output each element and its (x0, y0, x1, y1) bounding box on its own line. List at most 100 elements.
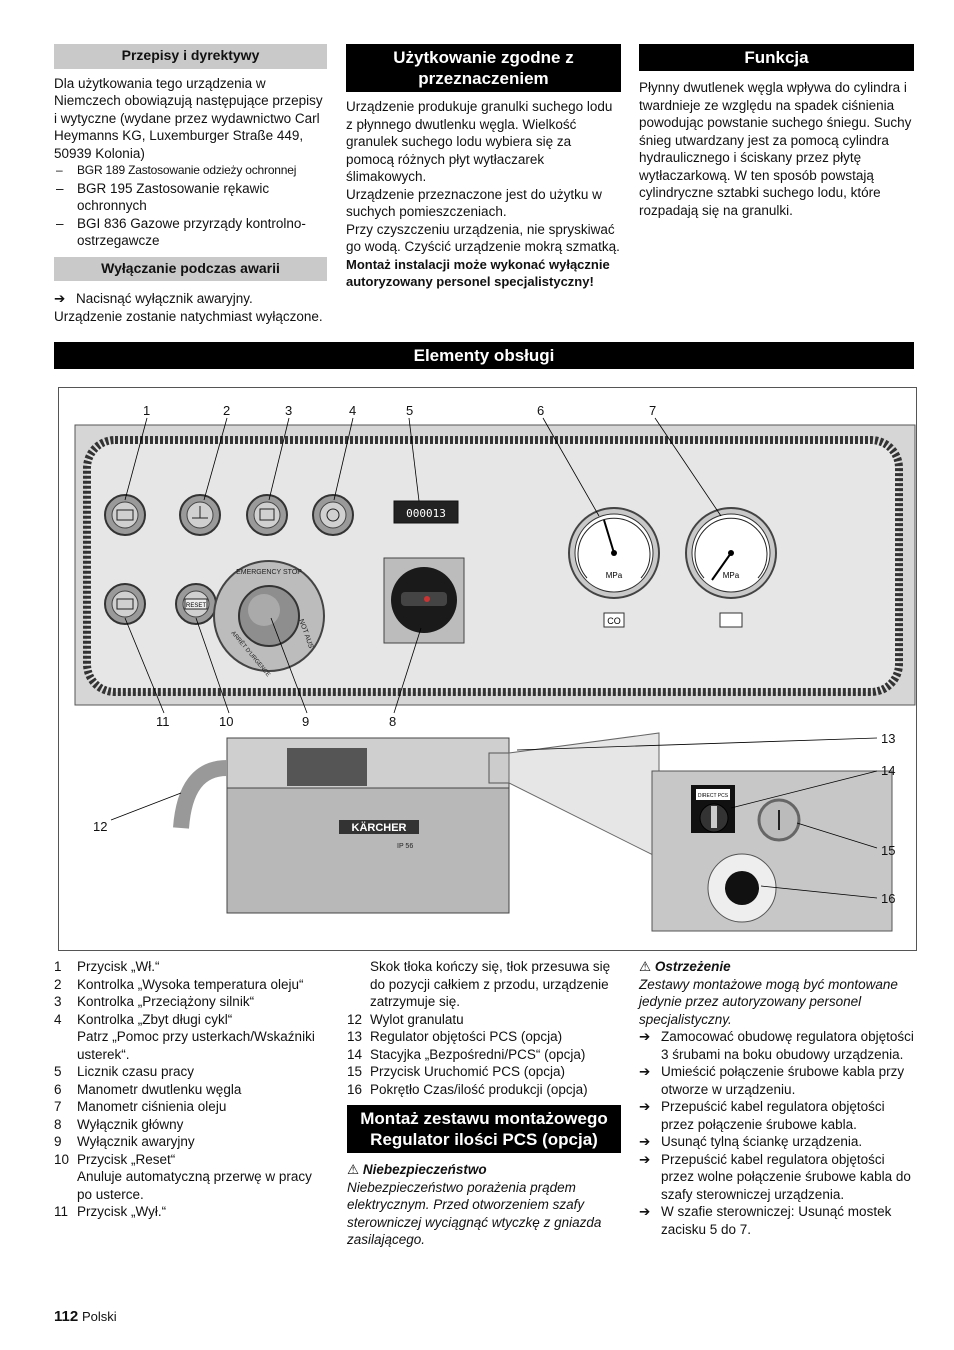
intended-use-text-3: Przy czyszczeniu urządzenia, nie spryski… (346, 221, 620, 255)
callout-14: 14 (881, 763, 896, 778)
main-switch (383, 557, 465, 644)
svg-text:IP 56: IP 56 (397, 843, 413, 850)
page-footer: 112 Polski (54, 1308, 117, 1326)
callout-12: 12 (93, 819, 108, 834)
warning-heading: ⚠ Ostrzeżenie (639, 959, 731, 974)
svg-text:EMERGENCY STOP: EMERGENCY STOP (236, 569, 302, 576)
co2-gauge: MPa (568, 507, 660, 599)
arrow-right-icon: ➔ (54, 291, 66, 306)
callout-4: 4 (349, 403, 357, 418)
svg-text:MPa: MPa (606, 571, 623, 580)
callout-6: 6 (537, 403, 545, 418)
high-oil-temp-lamp (179, 494, 221, 536)
callout-16: 16 (881, 891, 896, 906)
callout-1: 1 (143, 403, 151, 418)
cycle-too-long-lamp (312, 494, 354, 536)
list-item: 16 Pokrętło Czas/ilość produkcji (opcja) (347, 1081, 588, 1097)
arrow-right-icon: ➔ (639, 1029, 651, 1044)
legend-note: Skok tłoka kończy się, tłok przesuwa się… (370, 959, 611, 1009)
oil-pressure-gauge: MPa (685, 507, 777, 599)
list-item: ➔Zamocować obudowę regulatora objętości … (639, 1029, 914, 1062)
co-label: CO (607, 616, 621, 626)
list-item: BGR 195 Zastosowanie rękawic ochronnych (54, 180, 327, 215)
warning-triangle-icon: ⚠ (639, 959, 652, 974)
warning-triangle-icon: ⚠ (347, 1162, 360, 1177)
col-intended-use: Użytkowanie zgodne z przeznaczeniem Urzą… (346, 44, 621, 291)
intended-use-text-1: Urządzenie produkuje granulki suchego lo… (346, 99, 613, 184)
motor-overload-lamp (246, 494, 288, 536)
emergency-text: Urządzenie zostanie natychmiast wyłączon… (54, 308, 323, 324)
list-item: ➔Umieścić połączenie śrubowe kabla przy … (639, 1064, 905, 1097)
col-mounting-steps: ⚠ Ostrzeżenie Zestawy montażowe mogą być… (639, 958, 915, 1238)
controls-illustration: 000013 MPa CO MPa (74, 417, 916, 932)
heading-emergency-off: Wyłączanie podczas awarii (54, 256, 327, 281)
svg-text:DIRECT PCS: DIRECT PCS (698, 793, 729, 799)
callout-11: 11 (156, 714, 170, 729)
callout-2: 2 (223, 403, 231, 418)
arrow-right-icon: ➔ (639, 1064, 651, 1079)
off-button (104, 583, 146, 625)
col-regulations: Przepisy i dyrektywy Dla użytkowania teg… (54, 44, 327, 325)
hour-counter (393, 500, 459, 524)
hour-counter-value: 000013 (406, 507, 446, 520)
mounting-steps: ➔Zamocować obudowę regulatora objętości … (639, 1028, 915, 1238)
list-item: BGI 836 Gazowe przyrządy kontrolno-ostrz… (54, 215, 327, 250)
heading-function: Funkcja (639, 44, 914, 71)
heading-intended-use: Użytkowanie zgodne z przeznaczeniem (346, 44, 621, 92)
callout-13: 13 (881, 731, 896, 746)
leader-lines (110, 417, 878, 899)
list-item: Anuluje automatyczną przerwę w pracy po … (77, 1169, 312, 1202)
regulations-list: BGR 189 Zastosowanie odzieży ochronnej B… (54, 162, 327, 250)
intended-use-text-2: Urządzenie przeznaczone jest do użytku w… (346, 186, 602, 220)
list-item: ➔Przepuścić kabel regulatora objętości p… (639, 1151, 911, 1202)
list-item: BGR 189 Zastosowanie odzieży ochronnej (54, 162, 327, 180)
reset-button: RESET (175, 583, 217, 625)
brand-logo: KÄRCHER (352, 821, 407, 834)
col-function: Funkcja Płynny dwutlenek węgla wpływa do… (639, 44, 914, 219)
pcs-panel: DIRECT PCS (651, 770, 893, 932)
callout-5: 5 (406, 403, 414, 418)
emergency-stop: EMERGENCY STOP ARRÊT D'URGENCE NOT AUS (213, 560, 325, 678)
oil-label-box (719, 612, 743, 628)
list-item: Patrz „Pomoc przy usterkach/Wskaźniki us… (77, 1029, 315, 1062)
on-button (104, 494, 146, 536)
list-item: ➔W szafie sterowniczej: Usunąć mostek za… (639, 1204, 892, 1237)
callout-8: 8 (389, 714, 397, 729)
arrow-right-icon: ➔ (639, 1099, 651, 1114)
page-number: 112 (54, 1308, 79, 1325)
regulations-text: Dla użytkowania tego urządzenia w Niemcz… (54, 75, 323, 161)
callout-10: 10 (219, 714, 234, 729)
heading-controls: Elementy obsługi (54, 342, 914, 369)
arrow-right-icon: ➔ (639, 1134, 651, 1149)
callout-7: 7 (649, 403, 657, 418)
list-item: ➔Usunąć tylną ściankę urządzenia. (639, 1134, 863, 1149)
intended-use-text-4: Montaż instalacji może wykonać wyłącznie… (346, 256, 610, 290)
co-label-box (603, 612, 625, 628)
machine-unit: KÄRCHER IP 56 (173, 737, 520, 914)
emergency-step: ➔Nacisnąć wyłącznik awaryjny. (54, 291, 253, 306)
controls-figure: 000013 MPa CO MPa (58, 387, 917, 951)
arrow-right-icon: ➔ (639, 1204, 651, 1219)
callout-15: 15 (881, 843, 896, 858)
svg-text:MPa: MPa (723, 571, 740, 580)
arrow-right-icon: ➔ (639, 1151, 651, 1167)
warning-text: Zestawy montażowe mogą być montowane jed… (639, 976, 898, 1027)
col-legend-2: Skok tłoka kończy się, tłok przesuwa się… (347, 958, 621, 1249)
heading-pcs-mounting: Montaż zestawu montażowego Regulator ilo… (347, 1105, 621, 1153)
